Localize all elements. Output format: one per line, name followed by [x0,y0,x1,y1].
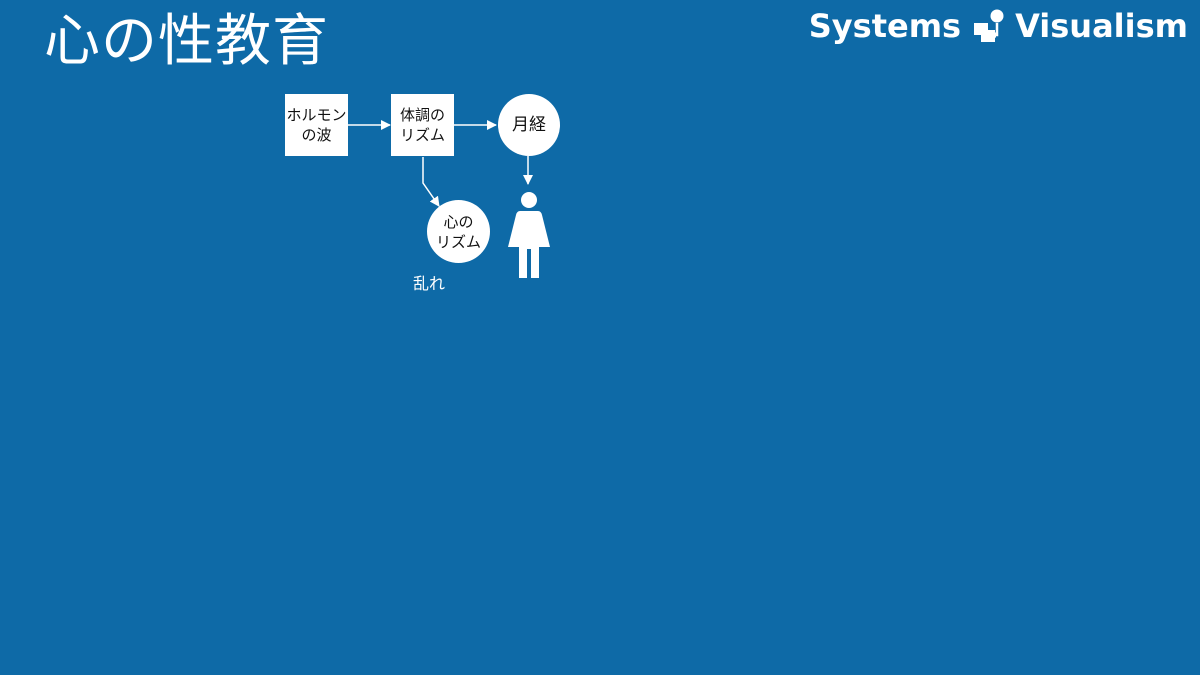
brand-logo: Systems Visualism [809,6,1188,46]
node-hormone-wave-line2: の波 [301,126,332,144]
node-body-rhythm-line1: 体調の [399,106,445,124]
slide-title: 心の性教育 [44,9,329,74]
node-menstruation: 月経 [498,94,560,156]
note-disorder: 乱れ [413,274,446,293]
brand-text-systems: Systems [808,7,962,45]
node-mind-rhythm-line2: リズム [435,232,481,251]
woman-icon [508,192,550,278]
node-mind-rhythm: 心の リズム [427,200,490,263]
node-body-rhythm-line2: リズム [399,126,445,144]
brand-text-visualism: Visualism [1015,7,1188,45]
node-hormone-wave-line1: ホルモン [286,106,347,124]
node-hormone-wave: ホルモン の波 [285,94,348,156]
node-body-rhythm: 体調の リズム [391,94,454,156]
node-menstruation-label: 月経 [512,115,546,135]
node-mind-rhythm-line1: 心の [443,212,474,231]
systems-visualism-logo-icon [974,9,1004,42]
arrow-body-rhythm-to-mind-rhythm [422,157,440,207]
